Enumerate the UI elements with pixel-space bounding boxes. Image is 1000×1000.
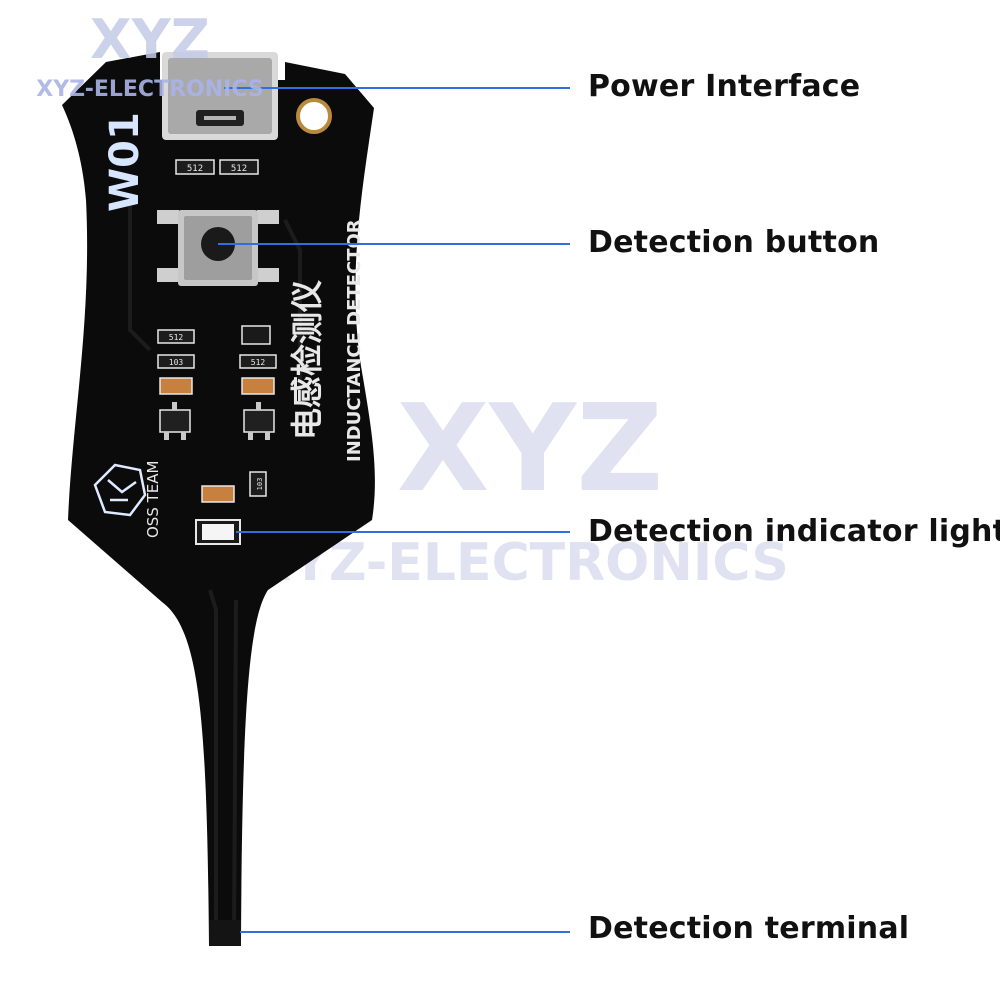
label-power-interface: Power Interface [588, 69, 861, 104]
resistor-r1: 512 [175, 159, 215, 175]
resistor-r1-code: 512 [187, 164, 203, 174]
transistor-q1 [159, 402, 191, 440]
mounting-hole [296, 98, 332, 134]
tactile-button[interactable] [157, 210, 279, 286]
team-label: OSS TEAM [144, 461, 162, 538]
capacitor-c2 [241, 377, 275, 395]
resistor-r5-code: 512 [251, 358, 266, 367]
resistor-r2-code: 512 [231, 164, 247, 174]
team-logo-icon [93, 463, 147, 517]
watermark-logo-text: XYZ [397, 380, 663, 519]
title-cn-label: 电感检测仪 [288, 280, 326, 440]
capacitor-c3 [201, 485, 235, 503]
resistor-r6: 103 [249, 471, 267, 497]
resistor-r2: 512 [219, 159, 259, 175]
transistor-q2 [243, 402, 275, 440]
capacitor-c1 [159, 377, 193, 395]
terminal-tip [209, 920, 241, 946]
watermark-top-left: XYZ XYZ-ELECTRONICS [36, 8, 263, 102]
resistor-r4-code: 103 [169, 358, 184, 367]
watermark-center: XYZ XYZ-ELECTRONICS [251, 380, 789, 593]
label-detection-indicator-light: Detection indicator light [588, 514, 1000, 549]
watermark-top-logo-text: XYZ [90, 8, 210, 71]
pcb-traces [128, 200, 302, 941]
watermark-top-brand-text: XYZ-ELECTRONICS [36, 77, 263, 102]
resistor-r4: 103 [157, 354, 195, 369]
resistor-r3-code: 512 [169, 333, 184, 342]
usb-c-connector [162, 52, 278, 140]
watermark-brand-text: XYZ-ELECTRONICS [251, 533, 789, 593]
title-en-label: INDUCTANCE DETECTOR [344, 219, 365, 462]
indicator-led [195, 519, 241, 545]
label-detection-terminal: Detection terminal [588, 911, 910, 946]
resistor-r5: 512 [239, 354, 277, 369]
ic-u1 [241, 325, 271, 345]
callout-lines [218, 87, 570, 933]
label-detection-button: Detection button [588, 225, 880, 260]
resistor-r6-code: 103 [256, 478, 264, 491]
model-label: W01 [102, 112, 148, 212]
resistor-r3: 512 [157, 329, 195, 344]
